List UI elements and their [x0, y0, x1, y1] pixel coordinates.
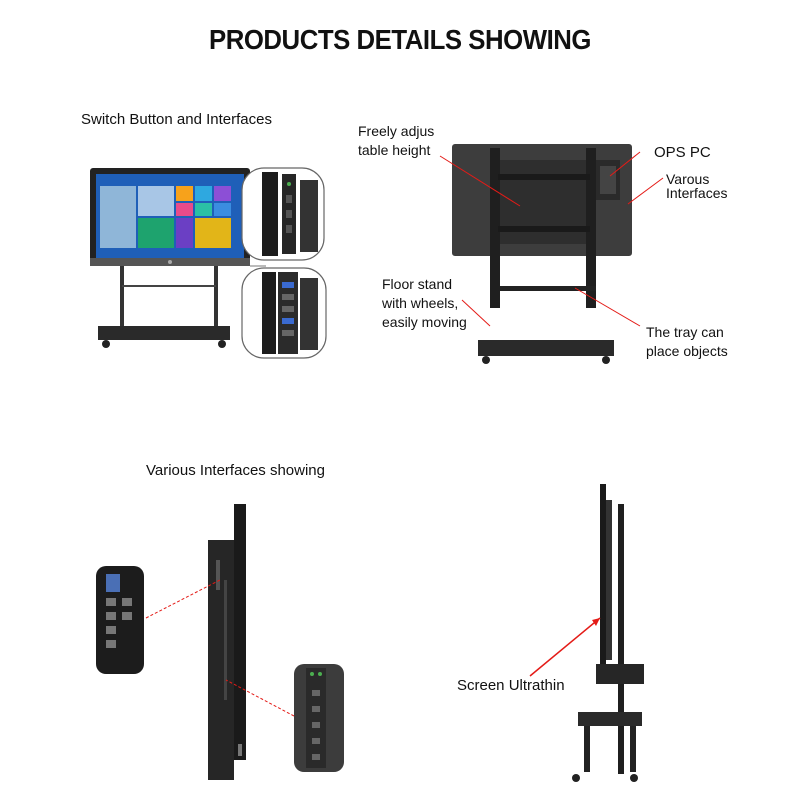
interface-panel-left — [96, 566, 144, 674]
switch-button-inset — [241, 167, 325, 261]
ultrathin-product — [572, 484, 644, 782]
label-screen-ultrathin: Screen Ultrathin — [457, 677, 565, 694]
label-tray: The tray can place objects — [646, 324, 728, 359]
various-interfaces-heading: Various Interfaces showing — [146, 462, 325, 479]
label-floor-stand: Floor stand with wheels, easily moving — [382, 276, 467, 330]
side-view-product — [208, 504, 246, 780]
back-view-product — [452, 144, 632, 364]
interface-panel-right — [294, 664, 344, 772]
page-title: PRODUCTS DETAILS SHOWING — [208, 24, 592, 55]
switch-section-heading: Switch Button and Interfaces — [81, 111, 272, 128]
label-various-interfaces: Varous Interfaces — [666, 171, 728, 201]
interfaces-inset — [241, 267, 327, 359]
label-adjustable-height: Freely adjus table height — [358, 123, 435, 158]
label-ops-pc: OPS PC — [654, 144, 711, 161]
front-display-product — [90, 168, 250, 348]
